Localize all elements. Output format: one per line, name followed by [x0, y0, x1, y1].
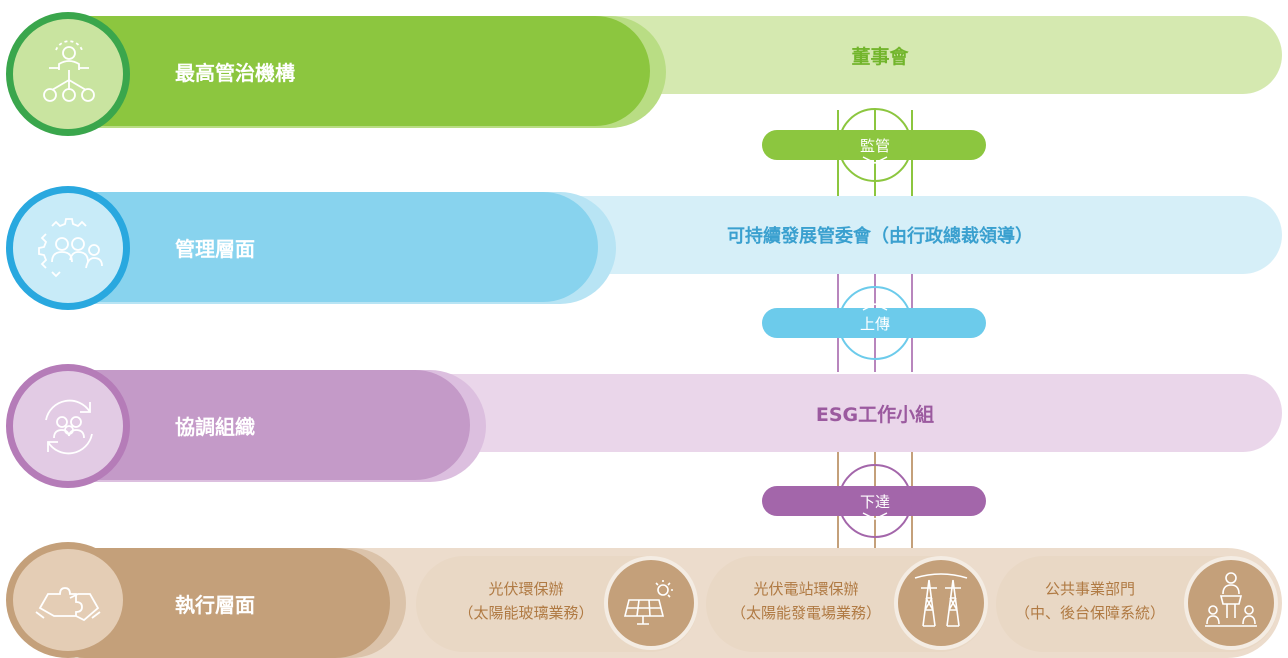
solar-panel-icon	[623, 580, 673, 625]
exec-unit-line1: 公共事業部門	[1044, 579, 1135, 598]
power-tower-icon	[914, 573, 968, 627]
exec-unit-icon-circle	[604, 556, 698, 650]
chevron-down-icon	[862, 512, 888, 520]
exec-unit-line2: （太陽能發電場業務）	[730, 603, 881, 622]
connector-label-1: 監管	[859, 136, 890, 155]
connector-bar-3-cover	[840, 486, 910, 516]
tier3-body-text: ESG工作小組	[815, 403, 935, 426]
tier1-body-text: 董事會	[851, 45, 909, 68]
exec-unit-icon-circle	[894, 556, 988, 650]
tier1-body-bar	[560, 16, 1282, 94]
exec-unit-icon-circle	[1184, 556, 1278, 650]
connector-bar-2-cover	[840, 308, 910, 338]
connector-circle-2	[838, 286, 912, 360]
tier2-title: 管理層面	[175, 236, 255, 261]
tier2-icon-circle	[6, 186, 130, 310]
tier4-title: 執行層面	[175, 592, 255, 617]
gear-people-icon	[38, 218, 103, 278]
chevron-up-icon	[862, 303, 888, 311]
exec-unit-line2: （太陽能玻璃業務）	[458, 603, 594, 622]
connector-circle-3	[838, 464, 912, 538]
tier1-title: 最高管治機構	[175, 60, 295, 85]
tier4-icon-circle	[6, 542, 130, 658]
connector-label-2: 上傳	[859, 314, 890, 333]
tier2-body-bar	[488, 196, 1282, 274]
tier2-body-text: 可持續發展管委會（由行政總裁領導）	[727, 226, 1033, 247]
tier1-icon-circle	[6, 12, 130, 136]
podium-people-icon	[1205, 572, 1257, 627]
tier3-title: 協調組織	[175, 414, 255, 439]
connector-label-3: 下達	[859, 492, 890, 511]
org-chart-person-icon	[43, 40, 95, 102]
exec-unit-line2: （中、後台保障系統）	[1014, 603, 1165, 622]
tier3-body-bar	[400, 374, 1282, 452]
exec-unit-line1: 光伏電站環保辦	[753, 579, 859, 598]
tier1-title-bar	[30, 16, 650, 126]
exec-unit-line1: 光伏環保辦	[488, 579, 564, 598]
connector-circle-1	[838, 108, 912, 182]
connector-bar-1-cover	[840, 130, 910, 160]
handshake-puzzle-icon	[35, 587, 101, 622]
chevron-down-icon	[862, 156, 888, 164]
people-cycle-icon	[45, 399, 93, 455]
